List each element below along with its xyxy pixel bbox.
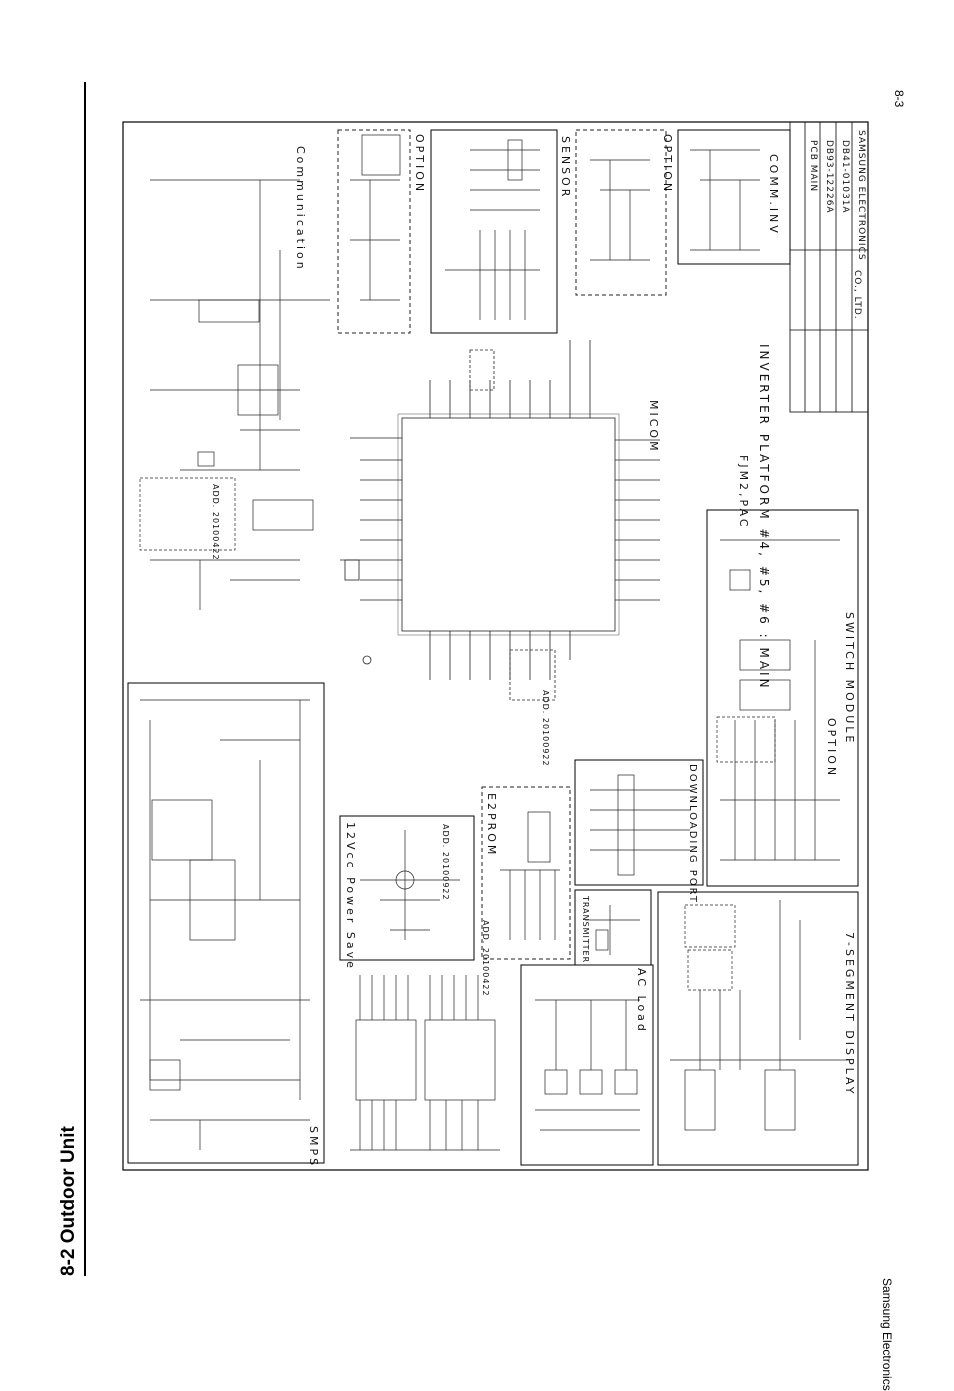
label-option-1: OPTION — [413, 134, 426, 195]
communication-block — [139, 179, 330, 610]
smps-block — [127, 682, 325, 1164]
note-add-4: ADD. 20100922 — [541, 690, 550, 767]
title-block — [789, 121, 869, 413]
label-ac-load: AC Load — [635, 968, 648, 1034]
label-downloading-port: DOWNLOADING PORT — [687, 764, 698, 904]
option-block-2 — [575, 129, 667, 296]
title-part-no-2: DB41-01031A — [840, 140, 850, 214]
label-e2prom: E2PROM — [485, 793, 498, 858]
title-company-2: CO., LTD. — [852, 270, 862, 320]
e2prom-block — [481, 786, 571, 960]
seven-segment-block — [657, 891, 859, 1166]
ac-load-block — [520, 964, 654, 1166]
footer-brand: Samsung Electronics — [880, 1278, 894, 1391]
label-comm-inv: COMM.INV — [767, 154, 780, 236]
label-platform-subtitle: FJM2,PAC — [737, 455, 750, 530]
option-block-1 — [337, 129, 411, 334]
note-add-2: ADD. 20100922 — [441, 824, 450, 901]
label-seven-segment: 7-SEGMENT DISPLAY — [843, 932, 856, 1097]
drawing-frame — [122, 121, 869, 1171]
label-switch-module: SWITCH MODULE — [843, 612, 856, 746]
label-platform-title: INVERTER PLATFORM #4, #5, #6 : MAIN — [757, 344, 771, 691]
title-part-no: DB93-12226A — [824, 140, 834, 214]
downloading-port-block — [574, 759, 704, 886]
driver-ic-area — [350, 975, 500, 1151]
label-option-2: OPTION — [661, 134, 674, 195]
micom-block — [340, 340, 660, 701]
sensor-block — [430, 129, 558, 334]
page-number: 8-3 — [892, 90, 906, 108]
title-company: SAMSUNG ELECTRONICS — [856, 130, 866, 261]
label-option-3: OPTION — [825, 718, 838, 779]
label-power-save: 12Vcc Power Save — [344, 822, 357, 971]
schematic-sheet — [84, 82, 869, 1276]
note-add-3: ADD. 20100422 — [481, 920, 490, 997]
switch-module-block — [706, 509, 859, 887]
label-micom: MICOM — [647, 400, 660, 454]
label-transmitter: TRANSMITTER — [581, 896, 590, 964]
section-title: 8-2 Outdoor Unit — [58, 1126, 79, 1276]
power-save-block — [339, 815, 475, 961]
title-pcb-main: PCB MAIN — [808, 140, 818, 193]
label-smps: SMPS — [307, 1126, 320, 1169]
note-add-1: ADD. 20100422 — [211, 484, 220, 561]
label-communication: Communication — [294, 146, 307, 272]
label-sensor: SENSOR — [559, 136, 572, 200]
